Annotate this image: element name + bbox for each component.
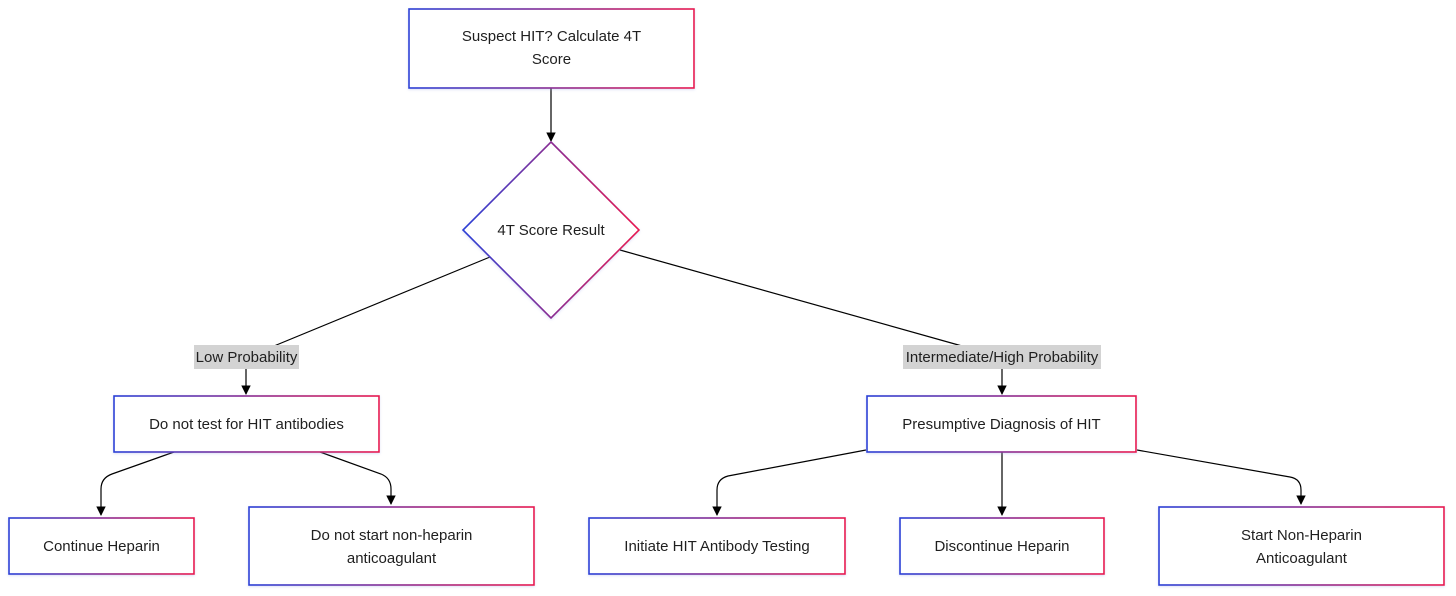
edge-label-low-text: Low Probability xyxy=(196,349,298,366)
node-continue-heparin[interactable]: Continue Heparin xyxy=(8,517,195,575)
edge-score-to-high-label xyxy=(619,249,963,347)
node-score-result-decision[interactable]: 4T Score Result xyxy=(461,140,641,320)
node-suspect-hit-line1: Suspect HIT? Calculate 4T xyxy=(462,28,641,45)
edge-presumptive-to-start-nonheparin xyxy=(1136,449,1306,505)
node-suspect-hit[interactable]: Suspect HIT? Calculate 4T Score xyxy=(408,8,695,89)
node-start-nonheparin[interactable]: Start Non-Heparin Anticoagulant xyxy=(1158,506,1445,586)
node-score-result-label: 4T Score Result xyxy=(497,222,605,239)
edge-label-high-probability: Intermediate/High Probability xyxy=(903,345,1101,369)
edge-label-low-probability: Low Probability xyxy=(194,345,299,369)
node-start-nonheparin-line1: Start Non-Heparin xyxy=(1241,527,1362,544)
node-discontinue-heparin[interactable]: Discontinue Heparin xyxy=(899,517,1105,575)
node-continue-heparin-label: Continue Heparin xyxy=(43,538,160,555)
node-no-test-label: Do not test for HIT antibodies xyxy=(149,416,344,433)
node-initiate-testing[interactable]: Initiate HIT Antibody Testing xyxy=(588,517,846,575)
edges xyxy=(96,88,1306,516)
node-no-start-nonheparin[interactable]: Do not start non-heparin anticoagulant xyxy=(248,506,535,586)
node-suspect-hit-line2: Score xyxy=(532,51,571,68)
edge-label-high-text: Intermediate/High Probability xyxy=(906,349,1099,366)
node-discontinue-heparin-label: Discontinue Heparin xyxy=(934,538,1069,555)
node-start-nonheparin-line2: Anticoagulant xyxy=(1256,550,1348,567)
node-presumptive-label: Presumptive Diagnosis of HIT xyxy=(902,416,1100,433)
node-no-start-nonheparin-line2: anticoagulant xyxy=(347,550,437,567)
node-no-test[interactable]: Do not test for HIT antibodies xyxy=(113,395,380,453)
node-presumptive-diagnosis[interactable]: Presumptive Diagnosis of HIT xyxy=(866,395,1137,453)
edge-no-test-to-continue xyxy=(96,451,175,516)
edge-presumptive-to-initiate xyxy=(712,449,867,516)
edge-no-test-to-no-start xyxy=(319,451,396,505)
node-initiate-testing-label: Initiate HIT Antibody Testing xyxy=(624,538,809,555)
edge-score-to-low-label xyxy=(273,256,491,347)
node-no-start-nonheparin-line1: Do not start non-heparin xyxy=(311,527,473,544)
